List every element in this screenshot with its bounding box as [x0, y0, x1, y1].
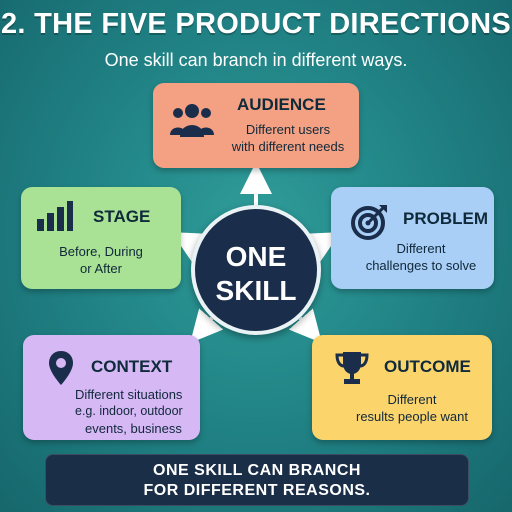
outcome-title: OUTCOME [384, 357, 471, 376]
card-stage: STAGE Before, During or After [21, 187, 181, 289]
card-audience: AUDIENCE Different users with different … [153, 83, 359, 168]
arrow-to-outcome [288, 308, 322, 344]
page-subtitle: One skill can branch in different ways. [104, 50, 408, 70]
stage-desc-line2: or After [80, 261, 122, 276]
problem-desc-line1: Different [396, 241, 446, 256]
card-problem: PROBLEM Different challenges to solve [331, 187, 494, 289]
page-title: 2. THE FIVE PRODUCT DIRECTIONS [0, 8, 512, 40]
audience-desc-line1: Different users [245, 122, 331, 137]
problem-title: PROBLEM [403, 209, 488, 228]
card-outcome: OUTCOME Different results people want [312, 335, 492, 440]
location-pin-icon [49, 351, 73, 385]
problem-desc-line2: challenges to solve [365, 258, 477, 273]
footer-line2: FOR DIFFERENT REASONS. [143, 482, 371, 499]
hub-label-line2: SKILL [215, 275, 297, 306]
outcome-desc-line1: Different [387, 392, 437, 407]
people-icon [170, 104, 214, 137]
context-desc-line3: events, business [85, 421, 182, 436]
bar-chart-icon [37, 201, 73, 231]
context-title: CONTEXT [91, 357, 173, 376]
audience-title: AUDIENCE [237, 95, 326, 114]
card-context: CONTEXT Different situations e.g. indoor… [23, 335, 200, 440]
context-desc-line2: e.g. indoor, outdoor [75, 404, 183, 418]
outcome-desc-line2: results people want [355, 409, 468, 424]
hub-label-line1: ONE [225, 241, 287, 272]
hub-one-skill: ONE SKILL [191, 205, 321, 335]
footer-banner: ONE SKILL CAN BRANCH FOR DIFFERENT REASO… [45, 454, 469, 506]
stage-title: STAGE [93, 207, 151, 226]
footer-line1: ONE SKILL CAN BRANCH [153, 462, 361, 479]
context-desc-line1: Different situations [75, 387, 183, 402]
trophy-icon [335, 352, 369, 384]
audience-desc-line2: with different needs [231, 139, 345, 154]
target-icon [351, 205, 387, 240]
stage-desc-line1: Before, During [59, 244, 143, 259]
arrow-to-context [190, 308, 224, 344]
